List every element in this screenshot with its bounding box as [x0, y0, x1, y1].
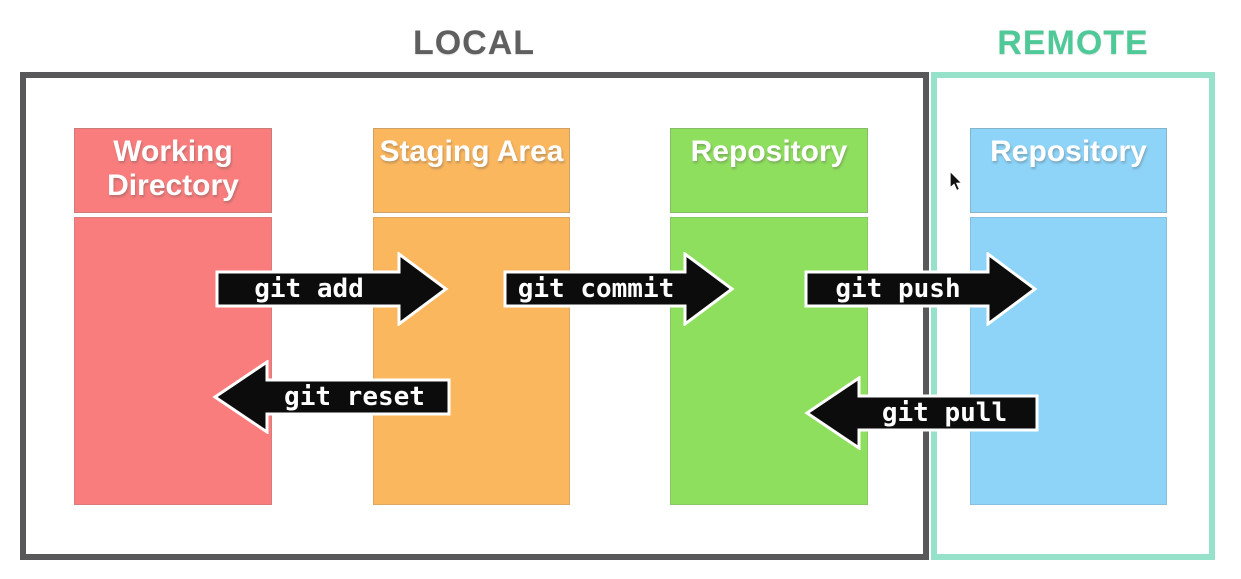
git-reset-arrow: git reset: [212, 360, 451, 434]
git-add-arrow: git add: [215, 252, 449, 326]
local-repository-label: Repository: [670, 128, 868, 213]
arrow-right-icon: [503, 252, 735, 326]
working-directory-box: Working Directory: [74, 128, 272, 505]
git-commit-arrow: git commit: [503, 252, 735, 326]
local-repository-box: Repository: [670, 128, 868, 505]
arrow-left-icon: [212, 360, 451, 434]
arrow-right-icon: [804, 252, 1038, 326]
local-container: [20, 72, 929, 560]
local-title: LOCAL: [412, 24, 536, 62]
git-pull-label: git pull: [881, 398, 1008, 428]
working-directory-body: [74, 217, 272, 505]
local-repository-body: [670, 217, 868, 505]
git-pull-arrow: git pull: [804, 376, 1039, 450]
remote-container: [931, 72, 1215, 560]
git-add-label: git add: [254, 274, 364, 304]
staging-area-label: Staging Area: [373, 128, 570, 213]
git-reset-label: git reset: [284, 382, 425, 412]
working-directory-label: Working Directory: [74, 128, 272, 213]
remote-title: REMOTE: [997, 24, 1149, 62]
git-push-arrow: git push: [804, 252, 1038, 326]
arrow-right-icon: [215, 252, 449, 326]
mouse-cursor-icon: [948, 169, 966, 199]
git-commit-label: git commit: [517, 274, 675, 304]
remote-repository-label: Repository: [970, 128, 1167, 213]
git-push-label: git push: [835, 274, 961, 304]
arrow-left-icon: [804, 376, 1039, 450]
